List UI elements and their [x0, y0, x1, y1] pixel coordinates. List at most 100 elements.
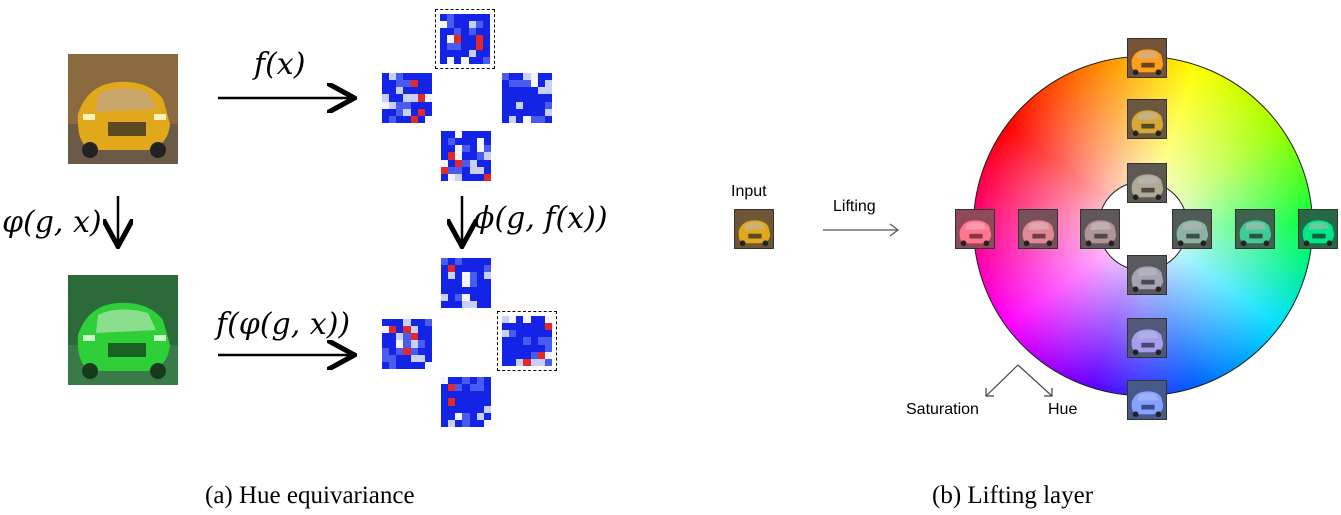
feature-cell: [537, 330, 545, 338]
feature-cell: [403, 101, 411, 109]
feature-cell: [483, 138, 491, 146]
feature-cell: [403, 326, 411, 334]
feature-cell: [417, 340, 425, 348]
feature-cell: [462, 159, 470, 167]
feature-cell: [483, 293, 491, 301]
feature-cell: [509, 73, 517, 81]
feature-cell: [448, 152, 456, 160]
feature-cell: [509, 101, 517, 109]
feature-cell: [389, 319, 397, 327]
feature-cell: [516, 351, 524, 359]
feature-cell: [410, 115, 418, 123]
feature-cell: [516, 337, 524, 345]
car-thumbnail-svg: [956, 210, 994, 248]
feature-cell: [396, 115, 404, 123]
feature-cell: [396, 319, 404, 327]
feature-cell: [530, 94, 538, 102]
feature-cell: [441, 159, 449, 167]
feature-cell: [469, 286, 477, 294]
feature-cell: [544, 101, 552, 109]
feature-cell: [382, 326, 390, 334]
feature-cell: [516, 115, 524, 123]
feature-cell: [448, 293, 456, 301]
feature-cell: [424, 361, 432, 369]
feature-cell: [483, 173, 491, 181]
feature-cell: [389, 87, 397, 95]
feature-cell: [462, 391, 470, 399]
lifted-tile-left-outer: [955, 209, 995, 249]
feature-cell: [537, 358, 545, 366]
axis-arrows: [985, 364, 1053, 397]
car-thumbnail-svg: [1128, 381, 1166, 419]
feature-cell: [476, 272, 484, 280]
feature-cell: [417, 333, 425, 341]
feature-cell: [462, 419, 470, 427]
feature-map-bottom-down: [441, 377, 491, 427]
feature-cell: [523, 344, 531, 352]
feature-cell: [403, 333, 411, 341]
feature-cell: [396, 80, 404, 88]
feature-cell: [509, 94, 517, 102]
feature-cell: [462, 377, 470, 385]
feature-cell: [537, 323, 545, 331]
feature-cell: [469, 265, 477, 273]
feature-cell: [417, 347, 425, 355]
feature-cell: [454, 49, 462, 57]
feature-cell: [483, 391, 491, 399]
feature-cell: [530, 115, 538, 123]
feature-cell: [455, 166, 463, 174]
feature-cell: [475, 14, 483, 22]
feature-cell: [509, 87, 517, 95]
feature-cell: [389, 108, 397, 116]
feature-cell: [441, 384, 449, 392]
feature-cell: [441, 145, 449, 153]
feature-cell: [389, 94, 397, 102]
feature-cell: [523, 87, 531, 95]
feature-cell: [403, 347, 411, 355]
feature-cell: [403, 73, 411, 81]
feature-cell: [410, 73, 418, 81]
feature-cell: [441, 391, 449, 399]
feature-cell: [476, 384, 484, 392]
feature-cell: [389, 80, 397, 88]
feature-cell: [523, 94, 531, 102]
feature-cell: [441, 152, 449, 160]
feature-cell: [448, 131, 456, 139]
feature-cell: [475, 56, 483, 64]
feature-cell: [530, 344, 538, 352]
feature-cell: [389, 347, 397, 355]
car-thumbnail-svg: [1128, 39, 1166, 77]
feature-cell: [424, 94, 432, 102]
feature-cell: [440, 28, 448, 36]
lifted-tile-right-mid: [1235, 209, 1275, 249]
feature-cell: [482, 35, 490, 43]
feature-cell: [516, 94, 524, 102]
feature-cell: [403, 115, 411, 123]
feature-cell: [396, 326, 404, 334]
feature-cell: [424, 108, 432, 116]
feature-cell: [469, 145, 477, 153]
feature-cell: [424, 354, 432, 362]
feature-cell: [476, 286, 484, 294]
feature-cell: [441, 293, 449, 301]
feature-cell: [382, 115, 390, 123]
feature-cell: [462, 152, 470, 160]
feature-cell: [448, 265, 456, 273]
feature-cell: [516, 87, 524, 95]
feature-cell: [389, 361, 397, 369]
saturation-label: Saturation: [906, 401, 979, 418]
car-green-svg: [68, 275, 178, 385]
feature-cell: [441, 398, 449, 406]
feature-cell: [462, 398, 470, 406]
feature-cell: [410, 108, 418, 116]
feature-cell: [417, 108, 425, 116]
lifted-tile-left-inner: [1080, 209, 1120, 249]
feature-cell: [476, 300, 484, 308]
feature-map-top-right: [502, 73, 552, 123]
feature-cell: [483, 398, 491, 406]
feature-cell: [461, 35, 469, 43]
feature-cell: [483, 166, 491, 174]
feature-cell: [417, 73, 425, 81]
feature-cell: [382, 108, 390, 116]
feature-cell: [440, 35, 448, 43]
